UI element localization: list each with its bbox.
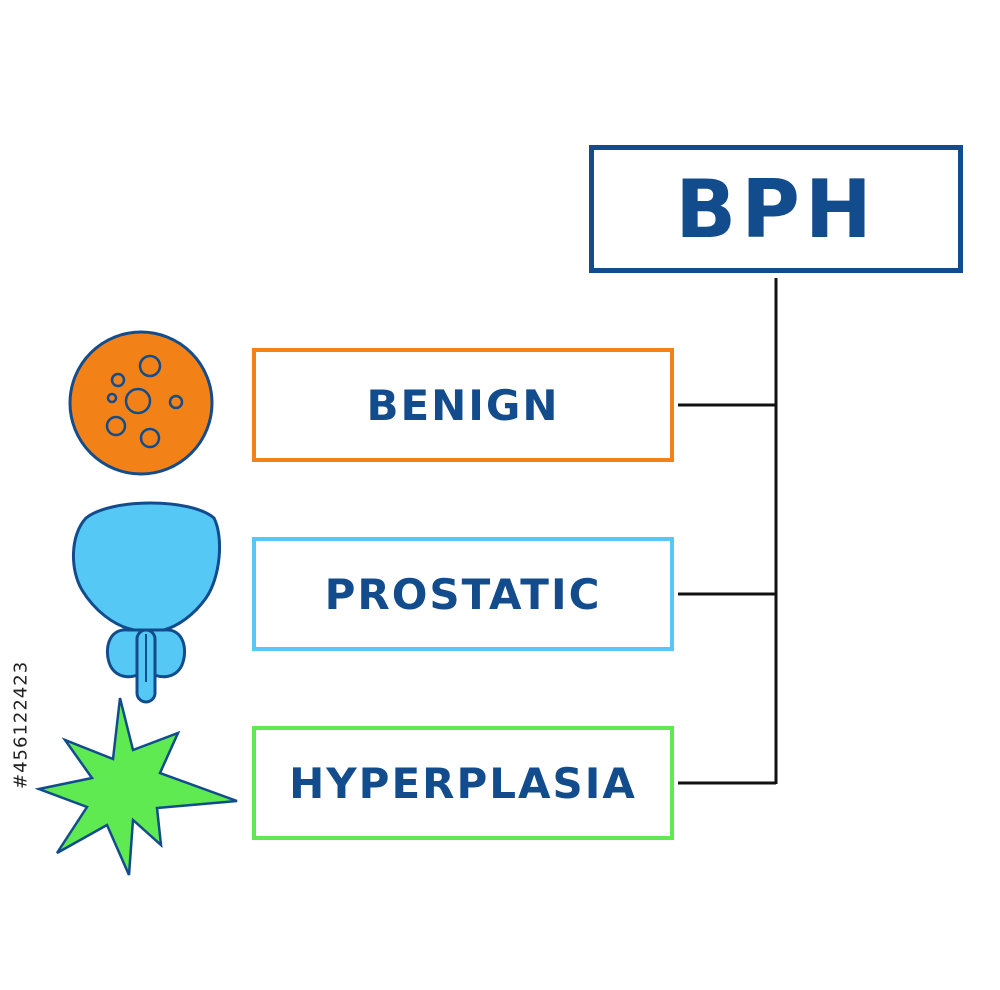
prostate-icon — [72, 501, 222, 704]
cell-icon — [68, 330, 214, 476]
term-box-prostatic: PROSTATIC — [252, 537, 674, 651]
stock-id-watermark: #456122423 — [10, 660, 32, 790]
term-box-benign: BENIGN — [252, 348, 674, 462]
burst-icon — [35, 697, 238, 876]
term-box-hyperplasia: HYPERPLASIA — [252, 726, 674, 840]
title-box: BPH — [589, 145, 963, 273]
